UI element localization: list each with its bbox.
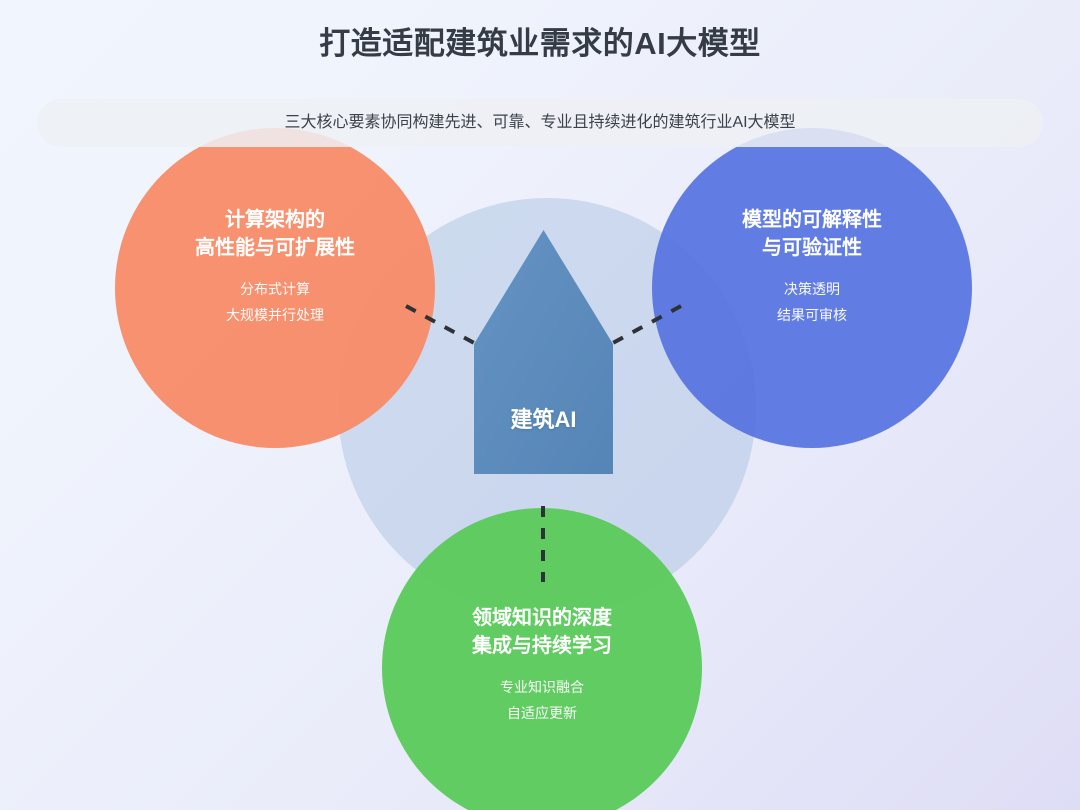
venn-circle-compute-subtext: 分布式计算 大规模并行处理 (226, 280, 324, 323)
venn-circle-domain-knowledge-subtext: 专业知识融合 自适应更新 (500, 678, 584, 721)
venn-circle-explainability-heading: 模型的可解释性 与可验证性 (742, 209, 882, 260)
venn-circle-domain-knowledge[interactable]: 领域知识的深度 集成与持续学习 专业知识融合 自适应更新 (382, 508, 702, 810)
subtitle-text: 三大核心要素协同构建先进、可靠、专业且持续进化的建筑行业AI大模型 (284, 114, 796, 131)
venn-circle-explainability-subtext: 决策透明 结果可审核 (777, 280, 847, 323)
venn-circle-domain-knowledge-heading: 领域知识的深度 集成与持续学习 (472, 607, 612, 658)
venn-circle-compute-heading: 计算架构的 高性能与可扩展性 (195, 209, 355, 260)
core-label: 建筑AI (510, 407, 577, 432)
house-pentagon-icon (474, 230, 613, 474)
venn-circle-explainability[interactable]: 模型的可解释性 与可验证性 决策透明 结果可审核 (652, 128, 972, 448)
venn-circle-compute[interactable]: 计算架构的 高性能与可扩展性 分布式计算 大规模并行处理 (115, 128, 435, 448)
subtitle-banner (37, 99, 1043, 147)
page-title: 打造适配建筑业需求的AI大模型 (319, 26, 761, 61)
